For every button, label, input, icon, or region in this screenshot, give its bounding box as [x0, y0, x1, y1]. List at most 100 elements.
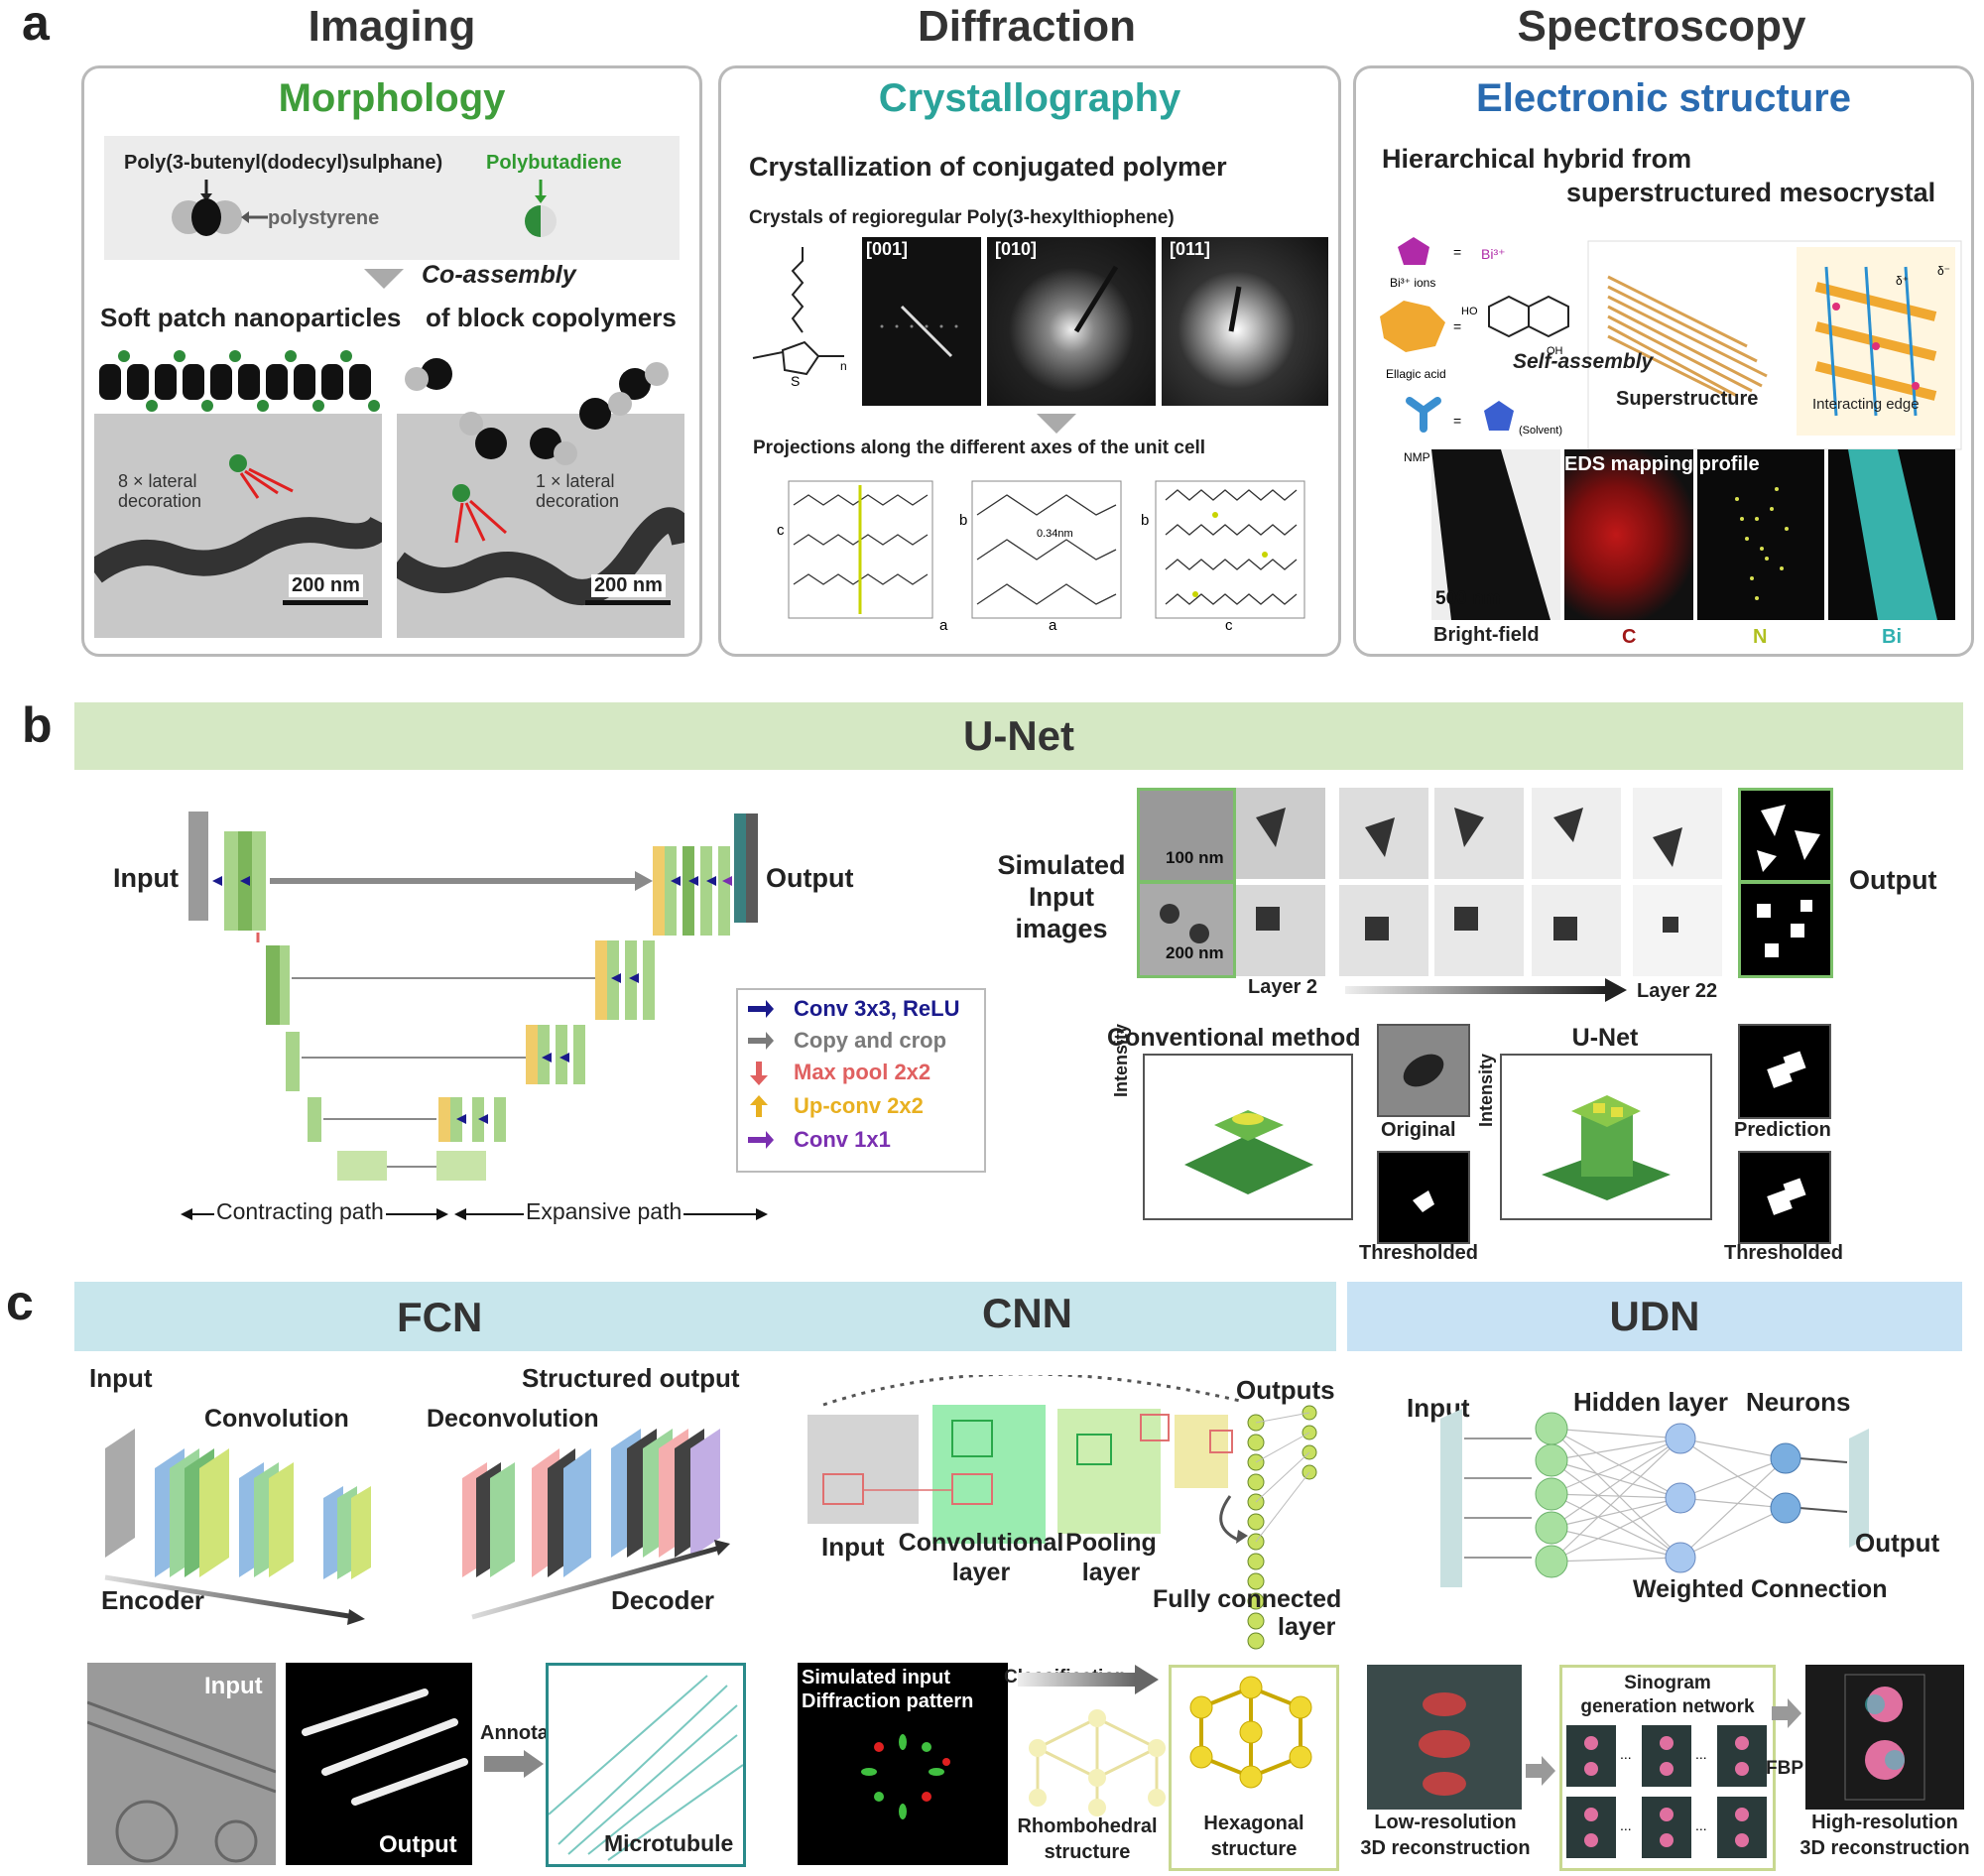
weighted-connection-label: Weighted Connection: [1633, 1575, 1888, 1603]
element-c-label: C: [1622, 626, 1637, 648]
fbp-label: FBP: [1766, 1758, 1803, 1779]
layer-progression-images: [1236, 788, 1722, 976]
legend-conv1x1-label: Conv 1x1: [794, 1127, 891, 1152]
panel-b-label: b: [22, 697, 53, 753]
legend-copy-label: Copy and crop: [794, 1028, 947, 1053]
polystyrene-label: polystyrene: [268, 207, 380, 229]
panel-a-label: a: [22, 0, 50, 51]
lateral1-line1: 1 × lateral: [536, 471, 615, 491]
high-resolution-line2: 3D reconstruction: [1799, 1837, 1970, 1859]
self-assembly-label: Self-assembly: [1513, 350, 1654, 373]
delta-minus: δ⁻: [1937, 264, 1950, 278]
polymer-spheres: [172, 180, 557, 237]
sinogram-dots-2: ...: [1695, 1746, 1707, 1762]
scale-200nm: 200 nm: [1166, 943, 1224, 962]
distance-label: 0.34nm: [1037, 528, 1073, 540]
axis-b2-label: b: [1141, 512, 1149, 529]
low-resolution-label: Low-resolution 3D reconstruction: [1351, 1810, 1540, 1861]
crystallography-title: Crystallography: [878, 76, 1181, 120]
original-label: Original: [1381, 1119, 1456, 1141]
convolution-label: Convolution: [204, 1405, 349, 1433]
imaging-title: Imaging: [308, 2, 476, 51]
self-assembly-schematic: = Bi³⁺ Bi³⁺ ions = OH HO Ellagic acid = …: [1380, 237, 1962, 464]
crystals-label: Crystals of regioregular Poly(3-hexylthi…: [749, 207, 1175, 228]
sinogram-dots-4: ...: [1695, 1817, 1707, 1833]
conventional-intensity-plot: [1143, 1054, 1353, 1220]
hexagonal-box: Hexagonal structure: [1169, 1665, 1339, 1871]
intensity-axis-2: Intensity: [1476, 1053, 1496, 1127]
rhombohedral-structure: [1029, 1709, 1166, 1816]
unit-cell-projections: c a b a b c 0.34nm: [777, 480, 1305, 634]
legend-icons: [748, 1000, 774, 1149]
bright-field-image: 500 nm: [1431, 449, 1560, 620]
polymer-schematic: [104, 136, 680, 260]
intensity-axis-1: Intensity: [1111, 1023, 1131, 1097]
solvent-label: (Solvent): [1519, 425, 1562, 437]
diffraction-title: Diffraction: [918, 2, 1136, 51]
sinogram-dots-1: ...: [1620, 1746, 1632, 1762]
prediction-label: Prediction: [1734, 1119, 1831, 1141]
panel-c-label: c: [6, 1275, 34, 1330]
tomogram-input-label: Input: [204, 1673, 263, 1699]
unet-input-label: Input: [113, 863, 179, 893]
fully-connected-label: Fully connected: [1153, 1585, 1342, 1613]
projections-label: Projections along the different axes of …: [753, 438, 1206, 458]
deconvolution-label: Deconvolution: [427, 1405, 599, 1433]
ho-label: HO: [1461, 306, 1478, 317]
fcn-architecture: [104, 1429, 730, 1625]
structured-output-label: Structured output: [522, 1363, 740, 1393]
conventional-method-label: Conventional method: [1107, 1024, 1361, 1052]
sinogram-dots-3: ...: [1620, 1817, 1632, 1833]
hexagonal-line2: structure: [1210, 1838, 1298, 1860]
output-mask-2: [1738, 881, 1833, 978]
udn-banner: UDN: [1347, 1282, 1962, 1351]
diffraction-pattern-010: [010]: [987, 237, 1156, 406]
sinogram-network-box: Sinogram generation network ... ... ... …: [1559, 1665, 1776, 1871]
element-n-label: N: [1753, 626, 1768, 648]
block-copolymers-label: of block copolymers: [426, 303, 677, 332]
tem-image-right: 1 × lateral decoration 200 nm: [397, 344, 684, 638]
tomogram-input-image: Input: [87, 1663, 276, 1865]
bi-ions-label: Bi³⁺ ions: [1390, 276, 1435, 290]
hierarchical-label-line2: superstructured mesocrystal: [1566, 178, 1936, 207]
crystallization-label: Crystallization of conjugated polymer: [749, 152, 1227, 182]
input-image-1: 100 nm: [1137, 788, 1236, 883]
superstructure-label: Superstructure: [1616, 388, 1759, 410]
cnn-architecture: [807, 1375, 1317, 1650]
poly-sulphane-label: Poly(3-butenyl(dodecyl)sulphane): [124, 152, 443, 174]
layer-gradient-arrow: [1345, 978, 1627, 1002]
layer22-label: Layer 22: [1637, 980, 1718, 1002]
layer2-label: Layer 2: [1248, 976, 1318, 998]
lateral1-line2: decoration: [536, 491, 620, 511]
rhombohedral-label: Rhombohedral structure: [998, 1813, 1177, 1865]
element-bi-label: Bi: [1882, 626, 1902, 648]
electronic-structure-title: Electronic structure: [1476, 76, 1851, 120]
nmp-label: NMP: [1404, 450, 1430, 464]
diffraction-input-image: Simulated input Diffraction pattern: [798, 1663, 1008, 1865]
input-image-2: 200 nm: [1137, 881, 1236, 978]
diffraction-pattern-011: [011]: [1162, 237, 1328, 406]
output-right-label: Output: [1849, 865, 1937, 895]
unet-legend: [736, 988, 986, 1173]
axis-b-label: b: [959, 512, 967, 529]
low-resolution-line1: Low-resolution: [1374, 1812, 1517, 1833]
eds-map-bismuth: [1828, 449, 1955, 620]
fcn-title: FCN: [397, 1294, 483, 1340]
high-resolution-line1: High-resolution: [1811, 1812, 1958, 1833]
imaging-box: Morphology Poly(3-butenyl(dodecyl)sulpha…: [81, 65, 702, 657]
axis-a2-label: a: [1049, 617, 1057, 634]
hexagonal-label: Hexagonal structure: [1172, 1811, 1336, 1862]
diffraction-pattern-label: Diffraction pattern: [802, 1690, 974, 1712]
simulated-line3: images: [1015, 914, 1108, 943]
eq-1: =: [1453, 244, 1461, 260]
tem-image-left: 8 × lateral decoration 200 nm: [94, 344, 382, 638]
scale-bar-right: 200 nm: [591, 574, 666, 597]
sinogram-label: Sinogram generation network: [1562, 1672, 1773, 1719]
high-resolution-image: [1805, 1665, 1964, 1810]
interacting-edge-label: Interacting edge: [1812, 396, 1920, 413]
decoder-label: Decoder: [611, 1585, 715, 1615]
original-image: [1377, 1024, 1470, 1117]
soft-patch-label: Soft patch nanoparticles: [100, 303, 402, 332]
microtubule-image: Microtubule: [546, 1663, 746, 1867]
udn-output-label: Output: [1855, 1528, 1940, 1558]
